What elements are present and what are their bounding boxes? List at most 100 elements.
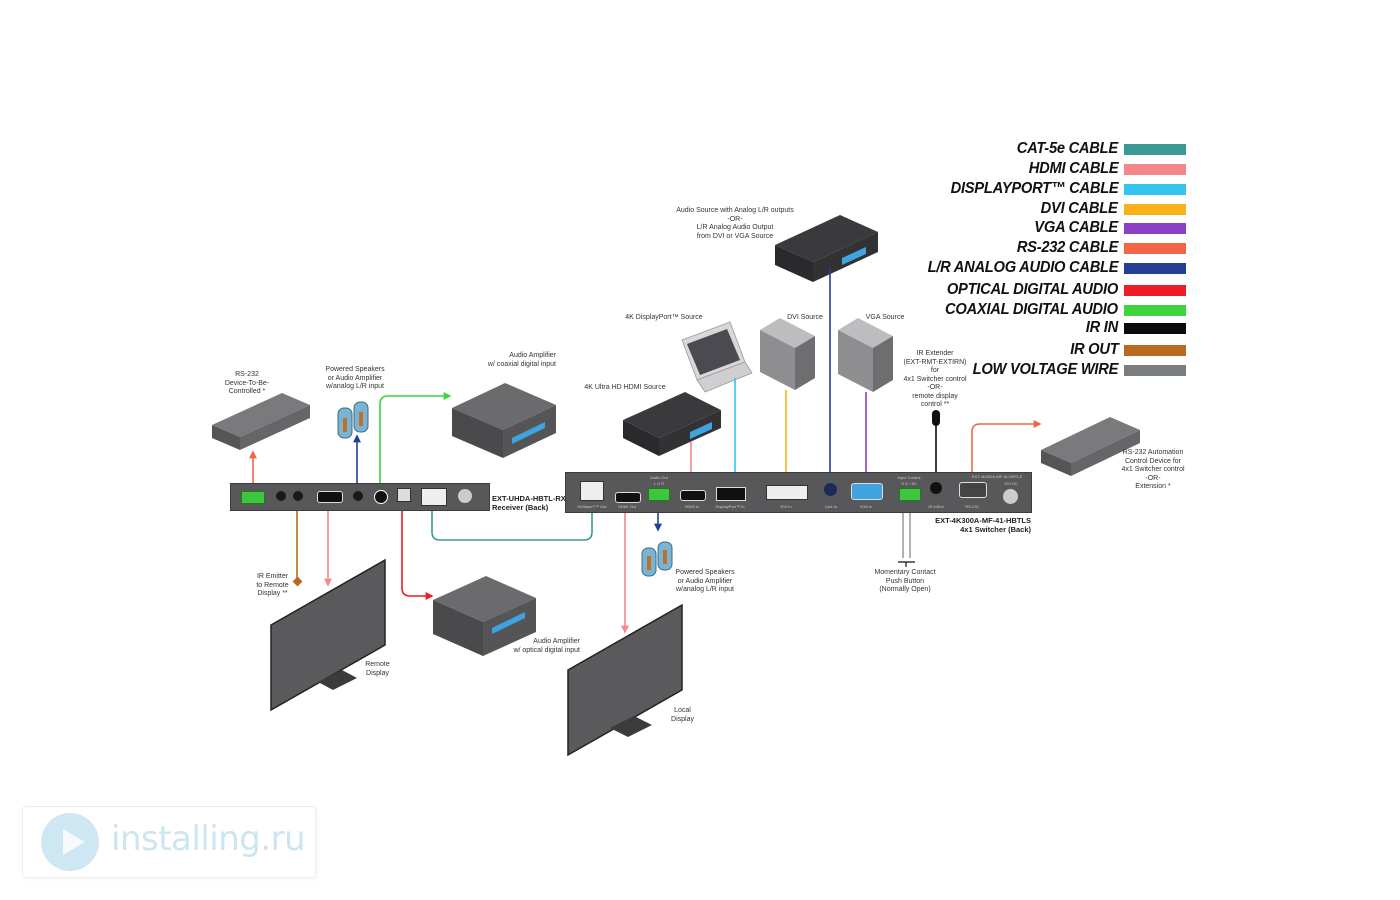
- label-audio-source: Audio Source with Analog L/R outputs -OR…: [676, 207, 794, 240]
- legend-label: RS-232 CABLE: [1016, 239, 1119, 256]
- legend-label: IR OUT: [1069, 341, 1119, 358]
- watermark: installing.ru: [22, 806, 316, 878]
- wire-optical: [401, 496, 434, 600]
- audio-out-jack-rx[interactable]: [353, 491, 363, 501]
- receiver-name: EXT-UHDA-HBTL-RX Receiver (Back): [492, 494, 566, 512]
- hdmi-in-label: HDMI In: [684, 504, 700, 509]
- legend-swatch: [1124, 284, 1186, 296]
- legend-swatch: [1124, 203, 1186, 215]
- label-amp-coax: Audio Amplifier w/ coaxial digital input: [487, 352, 556, 368]
- label-hdmi-source: 4K Ultra HD HDMI Source: [584, 384, 666, 391]
- displayport-in-port[interactable]: [716, 487, 746, 501]
- hdbaset-in-rx[interactable]: [421, 488, 447, 506]
- legend-swatch: [1124, 262, 1186, 274]
- dp-in-label: DisplayPort™ In: [715, 504, 745, 509]
- optical-amp-device: [433, 576, 536, 656]
- input-control-terminal[interactable]: [899, 488, 921, 501]
- input-control-pins-label: S G +5V: [901, 481, 917, 486]
- ir-inext-jack[interactable]: [930, 482, 942, 494]
- wire-coax: [379, 392, 452, 494]
- power-jack-rx[interactable]: [458, 489, 472, 503]
- coax-out-rx[interactable]: [374, 490, 388, 504]
- audio-out-pins-label: L G R: [653, 481, 665, 486]
- push-button-symbol: [898, 561, 915, 567]
- legend-item: OPTICAL DIGITAL AUDIO: [932, 280, 1186, 300]
- label-dp-source: 4K DisplayPort™ Source: [625, 314, 703, 321]
- legend-label: HDMI CABLE: [1028, 160, 1118, 177]
- switcher-panel: HDBaseT™ Out HDMI Out Audio Out L G R HD…: [565, 472, 1032, 513]
- rs232-device: [212, 393, 310, 450]
- label-rs232-automation: RS-232 Automation Control Device for 4x1…: [1121, 449, 1185, 490]
- legend-label: DVI CABLE: [1041, 200, 1118, 217]
- dvi-in-label: DVI In: [780, 504, 792, 509]
- rs232-port[interactable]: [959, 482, 987, 498]
- legend-item: VGA CABLE: [1027, 218, 1186, 238]
- label-vga-source: VGA Source: [865, 314, 905, 321]
- optical-out-rx[interactable]: [397, 488, 411, 502]
- remote-display: [270, 558, 386, 712]
- switcher-model-small: EXT-4K300A-MF-41-HBTLS: [971, 474, 1023, 479]
- wire-hdbaset: [431, 490, 593, 541]
- ir-out-jack-rx[interactable]: [293, 491, 303, 501]
- legend-swatch: [1124, 163, 1186, 175]
- label-local-display: Local Display: [671, 707, 694, 723]
- power-label: 12V DC: [1003, 481, 1018, 486]
- hdbaset-out-port[interactable]: [580, 481, 604, 501]
- label-ir-extender: IR Extender (EXT-RMT-EXTIRN) for 4x1 Swi…: [903, 350, 967, 408]
- ir-inext-label: IR In/Ext: [928, 504, 944, 509]
- legend-item: LOW VOLTAGE WIRE: [960, 360, 1186, 380]
- watermark-text: installing.ru: [111, 819, 306, 859]
- rs232-automation-device: [1041, 417, 1140, 476]
- legend-swatch: [1124, 322, 1186, 334]
- audio-out-label: Audio Out: [650, 475, 668, 480]
- legend-swatch: [1124, 304, 1186, 316]
- legend-item: IR IN: [1083, 318, 1186, 338]
- legend-label: L/R ANALOG AUDIO CABLE: [927, 259, 1118, 276]
- speakers-rx: [337, 401, 369, 439]
- label-remote-display: Remote Display: [365, 661, 390, 677]
- legend-label: LOW VOLTAGE WIRE: [972, 361, 1118, 378]
- legend-label: VGA CABLE: [1034, 219, 1118, 236]
- watermark-logo-icon: [41, 813, 99, 871]
- legend-label: COAXIAL DIGITAL AUDIO: [945, 301, 1118, 318]
- label-amp-optical: Audio Amplifier w/ optical digital input: [513, 638, 580, 654]
- hdmi-out-rx[interactable]: [317, 491, 343, 503]
- switcher-name: EXT-4K300A-MF-41-HBTLS 4x1 Switcher (Bac…: [935, 516, 1031, 534]
- ir-emitter-icon: [292, 576, 303, 587]
- rs232-terminal-rx[interactable]: [241, 491, 265, 504]
- label-push-button: Momentary Contact Push Button (Normally …: [874, 569, 936, 593]
- coax-amp-device: [452, 383, 556, 458]
- legend-item: RS-232 CABLE: [1008, 238, 1186, 258]
- input-control-label: Input Control: [897, 475, 921, 480]
- power-jack[interactable]: [1003, 489, 1018, 504]
- line-in-jack[interactable]: [824, 483, 837, 496]
- legend-swatch: [1124, 242, 1186, 254]
- label-dvi-source: DVI Source: [787, 314, 823, 321]
- label-ir-emitter: IR Emitter to Remote Display **: [256, 573, 289, 597]
- hdmi-in-port[interactable]: [680, 490, 706, 501]
- label-rs232-device: RS-232 Device-To-Be- Controlled *: [224, 371, 270, 395]
- legend-swatch: [1124, 143, 1186, 155]
- vga-tower-device: [838, 318, 893, 392]
- legend-item: CAT-5e CABLE: [1008, 139, 1186, 159]
- legend-swatch: [1124, 183, 1186, 195]
- label-powered-speakers-rx: Powered Speakers or Audio Amplifier w/an…: [325, 366, 385, 390]
- vga-in-label: VGA In: [859, 504, 873, 509]
- audio-out-terminal[interactable]: [648, 488, 670, 501]
- hdmi-out-port[interactable]: [615, 492, 641, 503]
- line-in-label: Line In: [824, 504, 837, 509]
- label-powered-speakers-sw: Powered Speakers or Audio Amplifier w/an…: [675, 569, 735, 593]
- ir-in-jack-rx[interactable]: [276, 491, 286, 501]
- receiver-panel: [230, 483, 490, 511]
- legend-item: IR OUT: [1066, 340, 1186, 360]
- legend-swatch: [1124, 364, 1186, 376]
- legend-label: DISPLAYPORT™ CABLE: [950, 180, 1118, 197]
- rs232-label: RS-232: [965, 504, 979, 509]
- hdbaset-out-label: HDBaseT™ Out: [577, 504, 607, 509]
- dvi-in-port[interactable]: [766, 485, 808, 500]
- legend-item: HDMI CABLE: [1021, 159, 1186, 179]
- legend-swatch: [1124, 344, 1186, 356]
- legend-label: IR IN: [1085, 319, 1118, 336]
- vga-in-port[interactable]: [851, 483, 883, 500]
